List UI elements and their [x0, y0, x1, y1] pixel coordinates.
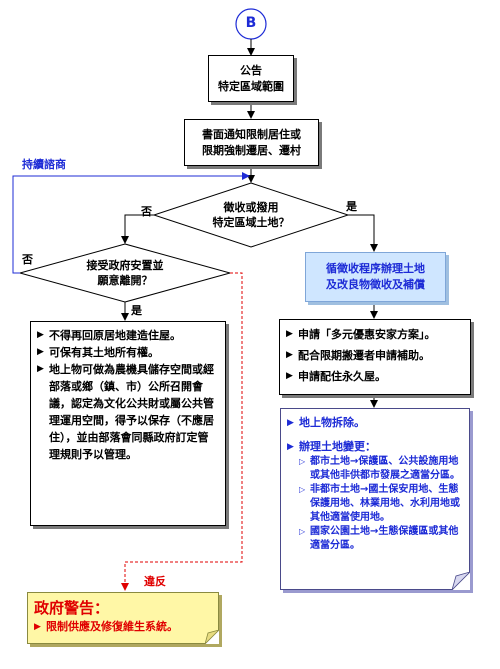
continue-consult-label: 持續諮商 [22, 158, 66, 171]
stay-item: ▶ 可保有其土地所有權。 [37, 344, 217, 361]
decision1-diamond [152, 182, 350, 248]
triangle-bullet-icon: ▶ [286, 350, 293, 360]
expropriation-box: 循徵收程序辦理土地 及改良物徵收及補償 [305, 252, 446, 302]
land-item1-text: 地上物拆除。 [299, 416, 365, 429]
decision2-text: 接受政府安置並 願意離開？ [45, 258, 205, 288]
decision1-line2: 特定區域土地？ [212, 216, 290, 229]
land-item2-text: 辦理土地變更： [299, 440, 376, 453]
connector-label: B [245, 15, 257, 31]
open-triangle-icon: ▷ [299, 485, 306, 494]
folded-corner-icon [205, 630, 219, 644]
notify-line2: 限期強制遷居、遷村 [202, 143, 301, 157]
decision1-line1: 徵收或撥用 [223, 201, 279, 214]
land-item: ▶ 辦理土地變更： [287, 439, 463, 455]
relocate-item: ▶ 配合限期搬遷者申請補助。 [286, 345, 464, 366]
triangle-bullet-icon: ▶ [34, 622, 41, 632]
land-subitem-text: 非都市土地→國土保安用地、生態保護用地、林業用地、水利用地或其他適當使用地。 [310, 484, 460, 523]
land-subitem-text: 都市土地→保護區、公共設施用地或其他非供都市發展之適當分區。 [310, 456, 460, 481]
expropriation-line2: 及改良物徵收及補償 [326, 278, 425, 291]
decision2-line1: 接受政府安置並 [86, 259, 164, 272]
label-violation: 違反 [144, 575, 166, 588]
announce-line2: 特定區域範圍 [218, 79, 284, 93]
land-change-note: ▶ 地上物拆除。 ▶ 辦理土地變更： ▷ 都市土地→保護區、公共設施用地或其他非… [280, 408, 470, 590]
label-no1: 否 [141, 205, 152, 218]
stay-item: ▶ 地上物可做為農機具儲存空間或經部落或鄉（鎮、市）公所召開會議，認定為文化公共… [37, 361, 217, 463]
warning-text: 限制供應及修復維生系統。 [46, 620, 178, 633]
land-subitem: ▷ 國家公園土地→生態保護區或其他適當分區。 [287, 525, 463, 553]
stay-item-text: 不得再回原居地建造住屋。 [49, 329, 181, 342]
land-item: ▶ 地上物拆除。 [287, 415, 463, 431]
triangle-bullet-icon: ▶ [287, 418, 294, 428]
stay-item: ▶ 不得再回原居地建造住屋。 [37, 327, 217, 344]
open-triangle-icon: ▷ [299, 527, 306, 536]
folded-corner-icon [452, 572, 470, 590]
stay-conditions-box: ▶ 不得再回原居地建造住屋。 ▶ 可保有其土地所有權。 ▶ 地上物可做為農機具儲… [30, 321, 226, 526]
warning-item: ▶ 限制供應及修復維生系統。 [34, 619, 212, 635]
triangle-bullet-icon: ▶ [37, 330, 44, 340]
arrow-no1 [121, 214, 154, 244]
relocate-item-text: 申請「多元優惠安家方案」。 [298, 328, 436, 341]
announce-line1: 公告 [240, 63, 262, 77]
relocate-item: ▶ 申請配住永久屋。 [286, 366, 464, 387]
triangle-bullet-icon: ▶ [286, 371, 293, 381]
warning-title: 政府警告： [34, 599, 110, 617]
land-subitem: ▷ 非都市土地→國土保安用地、生態保護用地、林業用地、水利用地或其他適當使用地。 [287, 483, 463, 525]
label-yes1: 是 [346, 200, 357, 213]
open-triangle-icon: ▷ [299, 457, 306, 466]
stay-item-text: 地上物可做為農機具儲存空間或經部落或鄉（鎮、市）公所召開會議，認定為文化公共財或… [49, 363, 214, 461]
triangle-bullet-icon: ▶ [37, 347, 44, 357]
government-warning-box: 政府警告： ▶ 限制供應及修復維生系統。 [27, 592, 219, 644]
decision1-text: 徵收或撥用 特定區域土地？ [171, 200, 331, 230]
notify-line1: 書面通知限制居住或 [202, 127, 301, 141]
label-no2: 否 [22, 253, 33, 266]
stay-item-text: 可保有其土地所有權。 [49, 346, 159, 359]
decision2-line2: 願意離開？ [97, 274, 153, 287]
triangle-bullet-icon: ▶ [286, 329, 293, 339]
label-yes2: 是 [131, 304, 142, 317]
announce-box: 公告 特定區域範圍 [208, 55, 294, 102]
relocate-item-text: 配合限期搬遷者申請補助。 [298, 349, 430, 362]
relocate-box: ▶ 申請「多元優惠安家方案」。 ▶ 配合限期搬遷者申請補助。 ▶ 申請配住永久屋… [279, 319, 471, 395]
arrow-yes1 [348, 214, 378, 252]
land-subitem-text: 國家公園土地→生態保護區或其他適當分區。 [310, 526, 459, 551]
triangle-bullet-icon: ▶ [287, 442, 294, 452]
arrow-continue-consult [12, 172, 250, 274]
notify-box: 書面通知限制居住或 限期強制遷居、遷村 [184, 119, 319, 166]
relocate-item-text: 申請配住永久屋。 [298, 370, 386, 383]
expropriation-line1: 循徵收程序辦理土地 [326, 262, 425, 275]
triangle-bullet-icon: ▶ [37, 364, 44, 374]
arrow-violation [121, 272, 243, 591]
relocate-item: ▶ 申請「多元優惠安家方案」。 [286, 324, 464, 345]
land-subitem: ▷ 都市土地→保護區、公共設施用地或其他非供都市發展之適當分區。 [287, 455, 463, 483]
